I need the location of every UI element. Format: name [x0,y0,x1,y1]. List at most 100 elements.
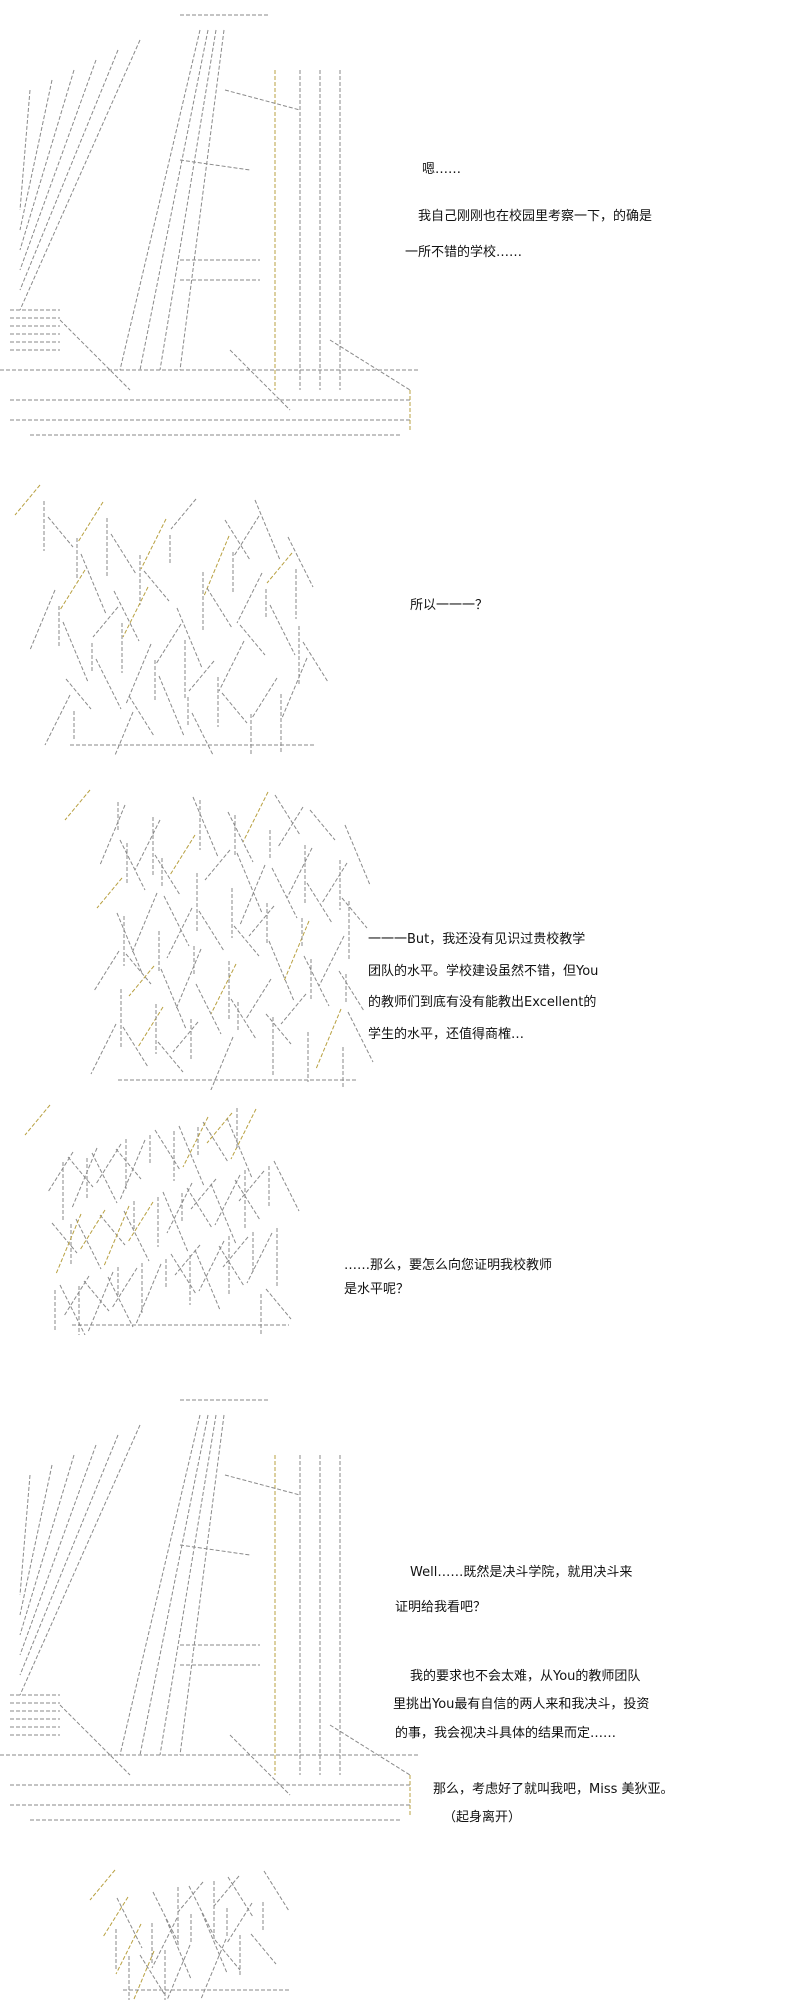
ascii-stroke [269,604,296,656]
ascii-stroke [213,1875,240,1907]
ascii-stroke [210,963,237,1015]
ascii-stroke [140,518,167,570]
ascii-stroke [99,1214,126,1246]
ascii-stroke [188,660,215,692]
ascii-stroke [152,1891,179,1943]
ascii-stroke [159,1414,217,1756]
dialogue-line: （起身离开） [443,1810,522,1825]
ascii-stroke [91,1152,118,1204]
ascii-art-figure-smirking [64,789,374,1090]
ascii-stroke [204,849,231,881]
ascii-stroke [344,824,371,886]
ascii-stroke [14,484,41,516]
ascii-stroke [281,657,308,719]
ascii-stroke [172,1021,199,1053]
ascii-stroke [128,695,155,737]
ascii-stroke [178,1125,205,1187]
ascii-stroke [242,791,269,843]
ascii-stroke [154,854,181,896]
ascii-stroke [19,1444,97,1656]
ascii-stroke [154,1129,181,1171]
ascii-stroke [238,1170,265,1202]
ascii-stroke [59,569,86,611]
dialogue-line: 我的要求也不会太难，从You的教师团队 [410,1669,641,1684]
ascii-art-figure-standing [0,14,420,436]
ascii-stroke [234,1179,261,1221]
ascii-art-figure-hooded [24,1104,300,1335]
ascii-stroke [214,1939,241,1971]
ascii-stroke [169,834,196,876]
ascii-stroke [227,811,254,863]
ascii-stroke [188,1885,215,1937]
ascii-stroke [19,59,97,271]
ascii-stroke [302,641,329,683]
dialogue-line: 团队的水平。学校建设虽然不错，但You [368,964,599,979]
ascii-stroke [47,516,74,548]
ascii-stroke [203,535,230,597]
ascii-stroke [191,712,214,755]
ascii-stroke [99,804,126,866]
ascii-stroke [103,1205,130,1267]
ascii-stroke [102,1896,129,1938]
ascii-stroke [125,643,152,705]
ascii-stroke [329,339,411,391]
ascii-stroke [166,1944,191,2000]
ascii-stroke [77,501,104,543]
ascii-stroke [139,1954,166,1996]
ascii-stroke [206,587,233,629]
ascii-stroke [174,1244,201,1276]
ascii-stroke [271,867,298,919]
ascii-stroke [338,970,365,1012]
ascii-stroke [159,29,217,371]
dialogue-line: 我自己刚刚也在校园里考察一下，的确是 [418,209,653,224]
ascii-stroke [75,1218,102,1270]
ascii-stroke [233,515,260,557]
ascii-stroke [127,1201,154,1243]
ascii-stroke [233,925,260,957]
ascii-stroke [273,1160,300,1212]
ascii-stroke [87,1271,114,1333]
ascii-stroke [62,621,89,683]
ascii-stroke [287,536,314,588]
ascii-stroke [19,1424,141,1696]
ascii-stroke [119,1414,201,1756]
ascii-stroke [162,1191,189,1253]
ascii-stroke [115,1148,142,1180]
ascii-stroke [224,519,251,561]
ascii-stroke [245,978,272,1020]
ascii-stroke [80,553,107,615]
ascii-stroke [19,69,75,251]
ascii-stroke [222,1236,249,1268]
ascii-stroke [113,590,140,642]
ascii-stroke [179,29,225,371]
ascii-stroke [135,1263,162,1325]
ascii-stroke [227,1876,254,1918]
ascii-stroke [210,1183,237,1245]
ascii-stroke [19,89,31,211]
ascii-stroke [151,1917,178,1969]
ascii-stroke [116,912,143,974]
dialogue-line: 里挑出You最有自信的两人来和我决斗，投资 [393,1697,650,1712]
ascii-stroke [315,1008,342,1070]
ascii-stroke [165,1918,192,1980]
ascii-stroke [265,1013,292,1045]
ascii-stroke [309,809,336,841]
ascii-stroke [274,794,301,836]
ascii-stroke [24,1104,51,1136]
ascii-stroke [160,968,187,1030]
ascii-stroke [143,570,170,602]
ascii-stroke [277,806,304,848]
ascii-stroke [125,953,152,985]
ascii-stroke [119,29,201,371]
ascii-stroke [67,1156,94,1188]
ascii-stroke [229,349,291,411]
dialogue-line: 那么，考虑好了就叫我吧，Miss 美狄亚。 [433,1782,674,1797]
ascii-stroke [236,852,263,914]
ascii-stroke [179,1414,225,1756]
ascii-stroke [198,1240,225,1292]
ascii-stroke [90,1023,117,1075]
ascii-stroke [59,319,131,391]
ascii-stroke [55,1213,82,1275]
dialogue-line: 一所不错的学校…… [405,245,523,260]
ascii-stroke [95,658,122,710]
